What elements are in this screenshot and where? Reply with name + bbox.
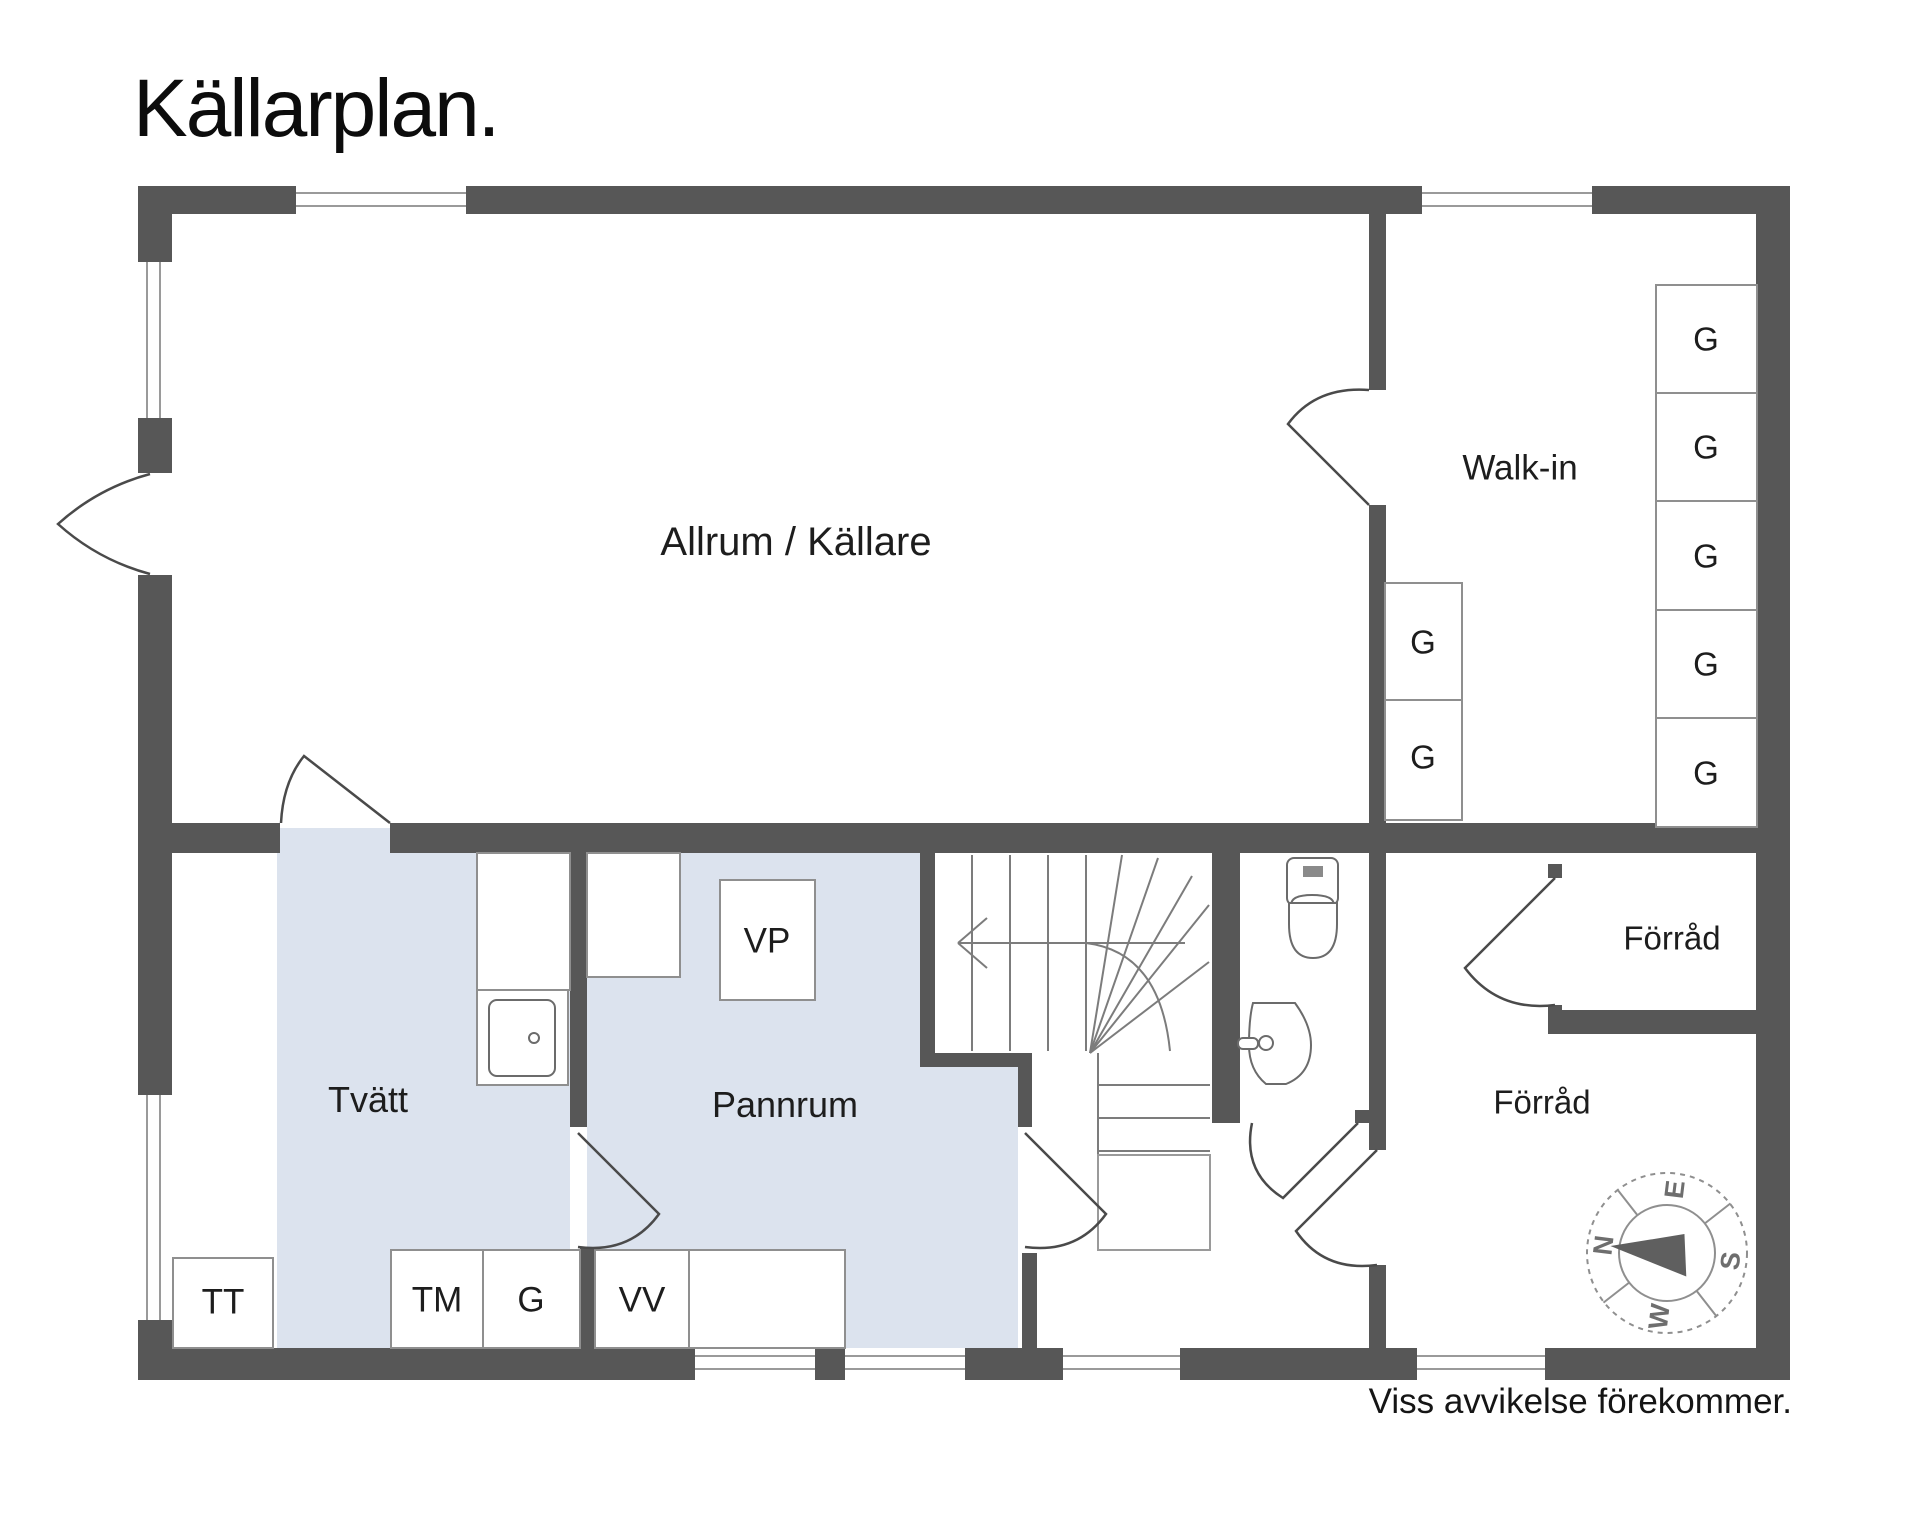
fixture-label-g: G <box>517 1280 545 1320</box>
room-label-forrad-lower: Förråd <box>1493 1083 1591 1121</box>
compass-e: E <box>1659 1179 1691 1201</box>
room-label-pannrum: Pannrum <box>711 1084 859 1125</box>
window-bottom-2 <box>845 1348 965 1380</box>
compass-needle <box>1610 1233 1687 1277</box>
compass-s: S <box>1715 1250 1747 1272</box>
wardrobe-box <box>1655 392 1758 502</box>
door-tvatt <box>279 754 391 824</box>
door-wc <box>1248 1122 1359 1200</box>
storage-boxes <box>172 284 1758 1349</box>
window-bottom-3 <box>1063 1348 1180 1380</box>
toilet-icon <box>1286 857 1339 960</box>
room-label-tvatt: Tvätt <box>327 1079 409 1120</box>
window-top-left <box>296 186 466 214</box>
door-tvatt-pannrum <box>577 1132 661 1250</box>
wardrobe-box <box>1384 699 1463 821</box>
wardrobe-box <box>1655 284 1758 394</box>
windows <box>138 186 1592 1380</box>
sink-icon <box>1237 1002 1313 1085</box>
door-forrad-lower <box>1294 1149 1378 1268</box>
compass-icon: N E S W <box>1586 1172 1748 1334</box>
door-forrad-upper <box>1463 877 1556 1008</box>
wardrobe-box <box>1655 717 1758 828</box>
closet-box <box>586 852 681 978</box>
wardrobe-label: G <box>1693 428 1719 466</box>
fixture-label-tm: TM <box>411 1280 463 1320</box>
door-entry-exterior <box>56 472 151 576</box>
door-walkin <box>1286 388 1370 506</box>
wardrobe-box <box>1384 582 1463 701</box>
doors <box>56 388 1556 1268</box>
room-label-allrum: Allrum / Källare <box>660 520 932 564</box>
wardrobe-label: G <box>1410 623 1436 661</box>
wardrobe-box <box>1655 609 1758 719</box>
page-title: Källarplan. <box>133 63 500 154</box>
compass-w: W <box>1643 1302 1676 1331</box>
window-bottom-4 <box>1417 1348 1545 1380</box>
wardrobe-box <box>482 1249 581 1349</box>
wardrobe-label: G <box>1693 754 1719 792</box>
wardrobe-label: G <box>1693 320 1719 358</box>
door-pannrum-hall <box>1024 1132 1108 1250</box>
window-bottom-1 <box>695 1348 815 1380</box>
counter-box <box>688 1249 846 1349</box>
walls <box>138 186 1790 1380</box>
window-left-lower <box>138 1095 172 1320</box>
wardrobe-label: G <box>1693 645 1719 683</box>
fixture-label-vv: VV <box>618 1280 666 1320</box>
closet-box <box>476 852 571 991</box>
fixture-label-vp: VP <box>743 921 791 961</box>
stair-direction-arrow <box>957 917 1185 969</box>
wardrobe-box <box>1655 500 1758 611</box>
window-left-upper <box>138 262 172 418</box>
vp-heater-box <box>719 879 816 1001</box>
room-label-forrad-upper: Förråd <box>1623 919 1721 957</box>
laundry-sink-icon <box>488 999 556 1077</box>
wardrobe-label: G <box>1693 537 1719 575</box>
room-label-walkin: Walk-in <box>1462 448 1578 488</box>
tt-dryer-box <box>172 1257 274 1349</box>
fixture-label-tt: TT <box>201 1282 245 1322</box>
compass-n: N <box>1587 1234 1619 1257</box>
window-top-right <box>1422 186 1592 214</box>
staircase <box>957 854 1211 1251</box>
wardrobe-label: G <box>1410 738 1436 776</box>
tm-washer-box <box>390 1249 484 1349</box>
disclaimer-text: Viss avvikelse förekommer. <box>1368 1382 1792 1421</box>
